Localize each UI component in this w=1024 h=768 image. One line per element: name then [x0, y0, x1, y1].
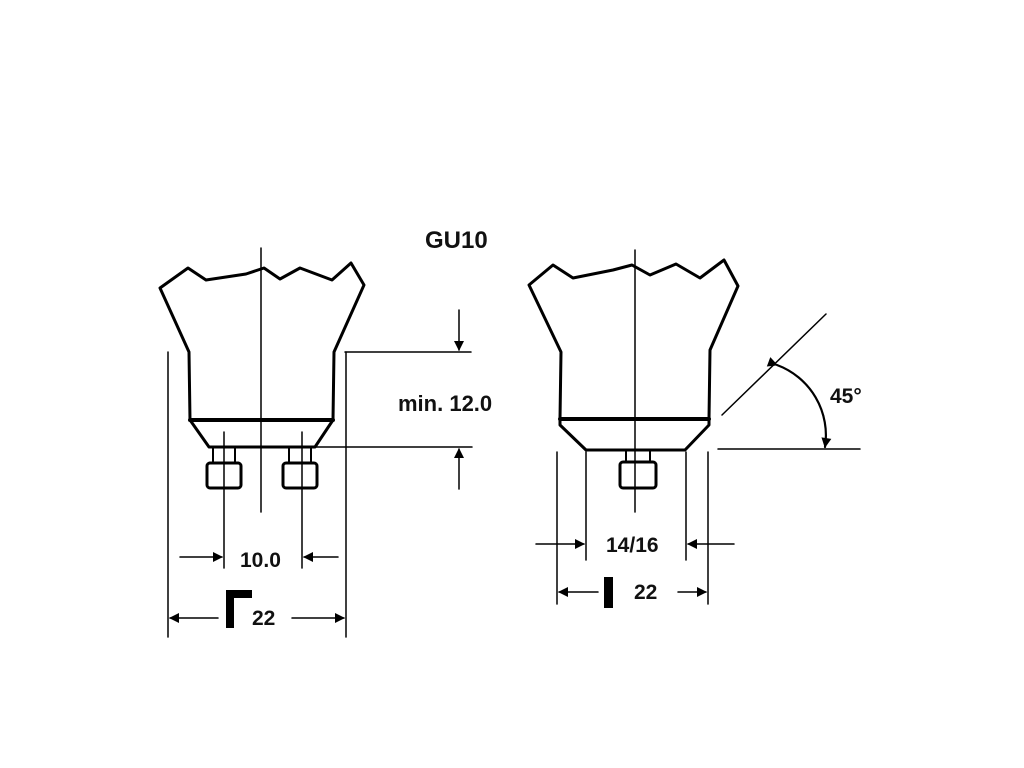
- right-pin: [618, 460, 658, 490]
- diagram-title: GU10: [425, 227, 488, 254]
- flat-symbol-icon: [604, 577, 613, 608]
- left-pin-2: [281, 461, 319, 490]
- square-symbol-icon: [226, 590, 252, 628]
- pin-diameter-label: 14/16: [606, 534, 659, 557]
- pin-spacing-dimension: [179, 431, 339, 569]
- left-lamp-reflector: [158, 261, 366, 422]
- left-lamp-base: [188, 418, 335, 449]
- angle-dimension: [717, 313, 861, 450]
- min-height-dimension: [314, 309, 473, 490]
- min-height-label: min. 12.0: [398, 391, 493, 416]
- angle-arc: [766, 357, 832, 449]
- width-right-label: 22: [634, 581, 658, 604]
- pin-spacing-label: 10.0: [240, 549, 281, 572]
- width-left-dimension: [167, 351, 347, 638]
- width-right-dimension: [556, 451, 709, 605]
- angle-label: 45°: [830, 385, 862, 408]
- width-left-label: 22: [252, 607, 276, 630]
- left-lamp: [158, 247, 366, 513]
- angle-ref-diagonal: [721, 313, 827, 416]
- right-lamp-reflector: [527, 258, 740, 421]
- pin-diameter-dimension: [535, 451, 735, 561]
- right-lamp: [527, 249, 740, 513]
